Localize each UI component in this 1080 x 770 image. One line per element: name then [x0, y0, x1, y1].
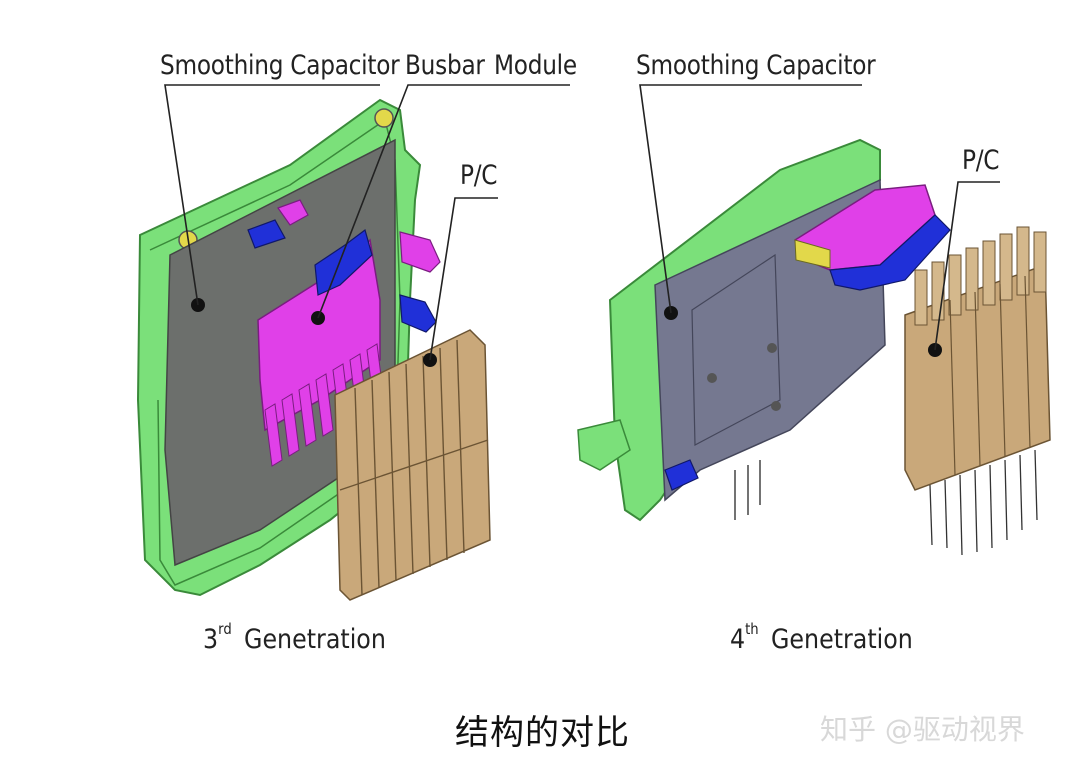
- fourth-gen-assembly: [577, 138, 1051, 556]
- leader-right-capacitor: [639, 84, 862, 314]
- right-gen-word: Genetration: [770, 624, 913, 655]
- fourth-gen-module-slices: [949, 275, 1031, 476]
- fourth-gen-busbar-tab-blue: [664, 459, 699, 491]
- left-gen-suffix: rd: [218, 620, 232, 638]
- source-watermark: 知乎 @驱动视界: [820, 713, 1025, 746]
- fourth-gen-screw: [707, 373, 717, 383]
- fourth-gen-module-pins: [929, 449, 1038, 556]
- third-gen-module-fins: [339, 339, 489, 596]
- third-gen-busbar-tab-magenta: [277, 199, 309, 226]
- right-pc-label: P/C: [962, 145, 1000, 176]
- fourth-gen-capacitor-pins: [734, 460, 761, 520]
- fourth-gen-mount-bracket: [577, 419, 631, 471]
- fourth-gen-screw: [767, 343, 777, 353]
- left-pc-label: P/C: [460, 160, 498, 191]
- fourth-gen-busbar-terminal: [794, 239, 831, 269]
- leader-right-pc: [934, 181, 1000, 351]
- left-gen-number: 3: [203, 624, 219, 655]
- right-gen-number: 4: [730, 624, 746, 655]
- leader-lines: [164, 84, 1000, 361]
- third-gen-pc-tab-blue: [399, 294, 437, 333]
- fourth-gen-module-tabs: [914, 226, 1047, 326]
- figure-caption: 结构的对比: [455, 713, 630, 753]
- leader-left-busbar: [317, 84, 570, 319]
- left-gen-word: Genetration: [244, 624, 386, 655]
- fourth-gen-capacitor-panel: [691, 253, 781, 446]
- third-gen-busbar-blue: [314, 228, 373, 296]
- third-gen-busbar-tab-blue: [247, 219, 286, 249]
- third-gen-pc-tab-magenta: [399, 231, 441, 273]
- right-capacitor-label: Smoothing Capacitor: [636, 50, 876, 81]
- leader-left-capacitor: [164, 84, 380, 306]
- left-capacitor-label: Smoothing Capacitor: [160, 50, 400, 81]
- third-gen-assembly: [136, 98, 491, 601]
- left-busbar-label: Busbar: [405, 50, 485, 81]
- fourth-gen-screw: [771, 401, 781, 411]
- right-gen-suffix: th: [745, 620, 759, 638]
- leader-left-pc: [429, 197, 498, 361]
- left-module-label: Module: [494, 50, 577, 81]
- left-generation-label: 3rd Genetration: [203, 620, 386, 655]
- right-generation-label: 4th Genetration: [730, 620, 913, 655]
- third-gen-mount-boss: [374, 108, 394, 128]
- fourth-gen-busbar-blue: [829, 214, 951, 291]
